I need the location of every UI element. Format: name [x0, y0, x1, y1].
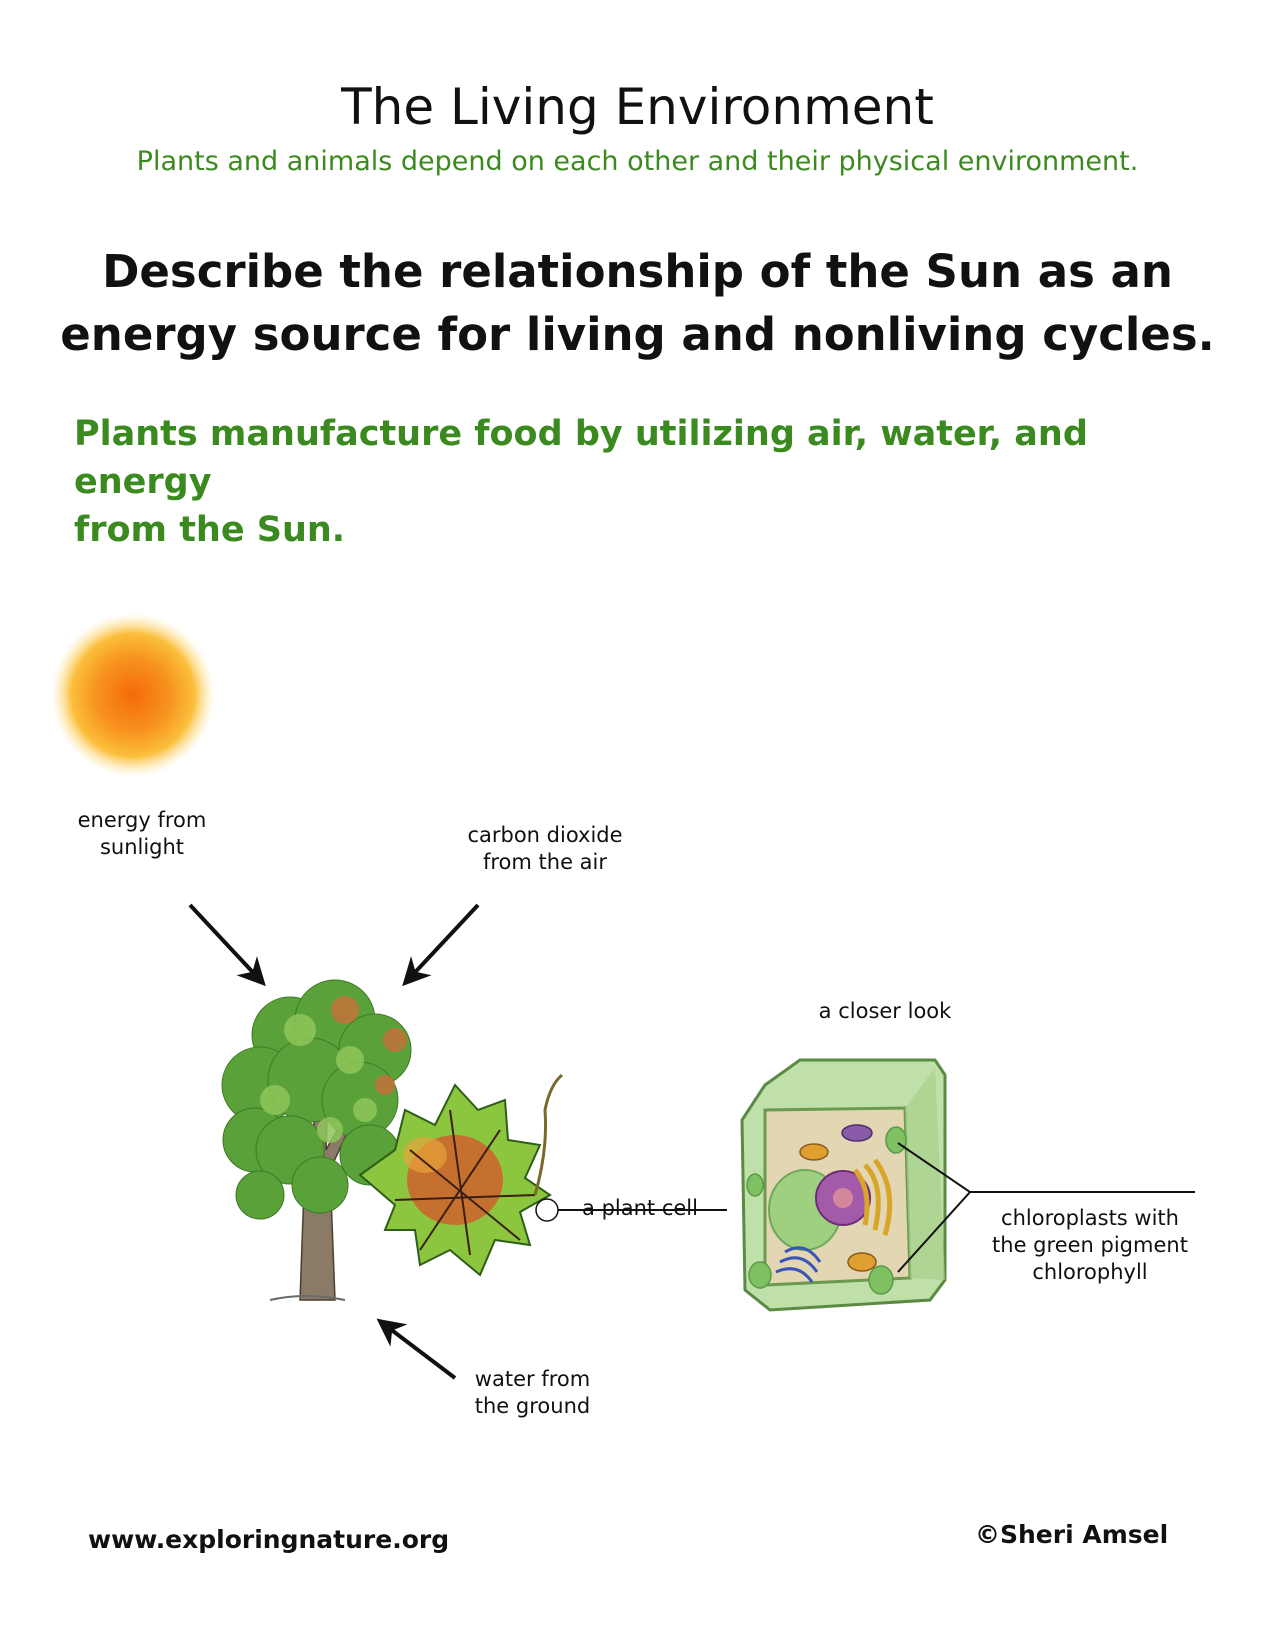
plant-cell-icon: [740, 1058, 947, 1312]
carbon-dioxide-arrow: [402, 903, 480, 987]
page-title: The Living Environment: [341, 78, 934, 136]
page-subtitle: Plants and animals depend on each other …: [136, 146, 1139, 177]
copyright-text: ©Sheri Amsel: [975, 1520, 1169, 1549]
sun-icon: [51, 613, 215, 777]
website-text: www.exploringnature.org: [88, 1525, 450, 1554]
carbon-dioxide-label: carbon dioxide from the air: [467, 823, 623, 874]
tree-icon: [221, 979, 412, 1301]
fact-line-1: Plants manufacture food by utilizing air…: [74, 414, 1088, 502]
water-arrow: [376, 1318, 457, 1380]
closer-look-label: a closer look: [818, 999, 952, 1023]
chloroplast-pointer: [897, 1142, 1195, 1273]
question-line-2: energy source for living and nonliving c…: [60, 308, 1215, 361]
sunlight-arrow: [188, 903, 266, 987]
water-label: water from the ground: [474, 1367, 591, 1418]
chloroplasts-label: chloroplasts with the green pigment chlo…: [992, 1206, 1188, 1284]
fact-line-2: from the Sun.: [74, 510, 346, 550]
question-text: Describe the relationship of the Sun as …: [60, 240, 1215, 366]
leaf-icon: [358, 1073, 564, 1277]
question-line-1: Describe the relationship of the Sun as …: [102, 245, 1173, 298]
sunlight-label: energy from sunlight: [77, 808, 207, 859]
plant-cell-label: a plant cell: [582, 1196, 698, 1220]
fact-text: Plants manufacture food by utilizing air…: [74, 410, 1224, 554]
